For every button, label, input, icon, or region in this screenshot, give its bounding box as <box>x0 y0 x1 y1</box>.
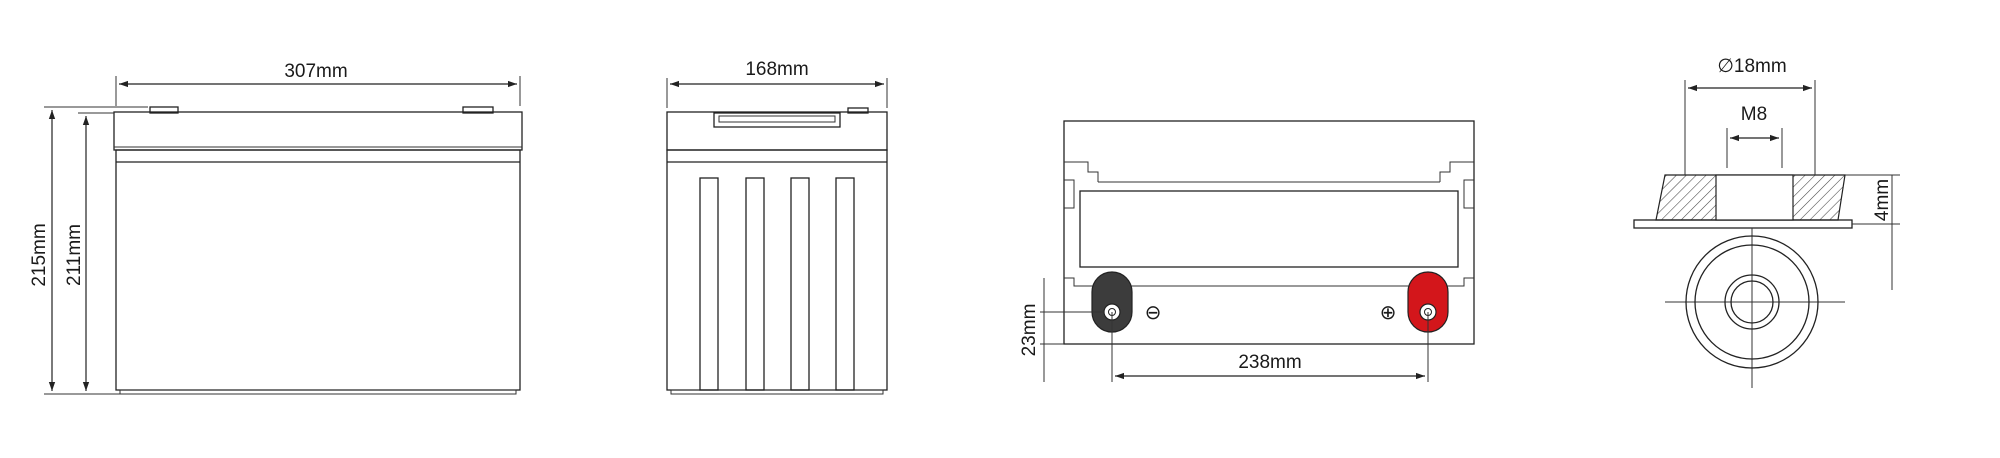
side-handle <box>713 112 841 128</box>
terminal-outer-ring <box>1685 235 1819 369</box>
front-terminal-right <box>462 106 494 114</box>
terminal-spacing-label: 238mm <box>1238 352 1301 373</box>
thickness-label: 4mm <box>1872 179 1893 221</box>
side-view: 168mm <box>666 59 888 395</box>
terminal-thread-ring <box>1724 274 1780 330</box>
front-body <box>115 149 521 391</box>
side-width-label: 168mm <box>745 59 808 80</box>
front-lid <box>113 111 523 151</box>
negative-symbol: ⊖ <box>1145 302 1162 324</box>
side-rib <box>835 177 855 391</box>
top-view: ⊖ ⊕ 23mm 238mm <box>1019 120 1475 382</box>
terminal-detail-view: ∅18mm M8 4mm <box>1633 56 1900 388</box>
side-rib <box>699 177 719 391</box>
terminal-base-plate <box>1633 219 1853 229</box>
top-outline <box>1063 120 1475 345</box>
side-rib <box>790 177 810 391</box>
thread-label: M8 <box>1741 104 1767 125</box>
outer-diameter-label: ∅18mm <box>1717 56 1786 77</box>
side-rib <box>745 177 765 391</box>
front-view: 307mm 215mm 211mm <box>29 61 523 395</box>
terminal-height-label: 23mm <box>1019 304 1040 357</box>
front-body-height-label: 211mm <box>64 224 85 286</box>
terminal-thread-hole <box>1715 174 1794 221</box>
side-lid <box>666 111 888 151</box>
front-terminal-left <box>149 106 179 114</box>
top-label-plate <box>1079 190 1459 268</box>
front-total-height-label: 215mm <box>29 223 50 286</box>
positive-symbol: ⊕ <box>1380 302 1397 324</box>
front-width-label: 307mm <box>284 61 347 82</box>
